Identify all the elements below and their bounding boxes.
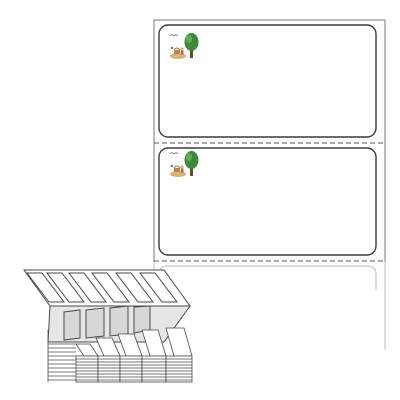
- fanfold-stack-front: [75, 327, 193, 357]
- fanfold-fold-cell-1: [63, 309, 81, 341]
- tree-trunk: [190, 164, 193, 176]
- basket-handle: [173, 165, 181, 169]
- fanfold-top-sheet: [23, 269, 191, 307]
- liner-strip: [153, 19, 386, 262]
- stack-column-3: [119, 355, 143, 383]
- fanfold-top-cell-4: [90, 272, 131, 303]
- picnic-basket: [174, 50, 180, 54]
- fanfold-fold-cell-4: [133, 305, 151, 334]
- label-2-tree-picnic-illustration: [169, 151, 199, 177]
- stack-column-2: [97, 355, 121, 383]
- stack-column-1: [75, 355, 99, 383]
- label-1-outline: [158, 24, 377, 138]
- tree-trunk: [190, 46, 193, 58]
- fanfold-top-cell-5: [114, 272, 155, 303]
- tree-canopy-highlight: [186, 35, 192, 43]
- fanfold-stack-layers: [75, 355, 193, 383]
- fanfold-top-cell-2: [45, 272, 86, 303]
- bird-icon: [169, 152, 179, 155]
- label-2-outline: [158, 147, 377, 256]
- basket-handle: [173, 47, 181, 51]
- stack-column-5: [165, 355, 193, 383]
- fanfold-fold-cell-2: [85, 307, 105, 339]
- fanfold-stack: [23, 269, 193, 383]
- label-1: [158, 24, 377, 138]
- stack-front-cell-1: [75, 343, 99, 357]
- small-figure: [170, 46, 174, 50]
- stack-column-4: [141, 355, 167, 383]
- figure-body: [181, 50, 184, 55]
- tree-canopy: [184, 151, 199, 169]
- tree-canopy-highlight: [186, 153, 192, 161]
- figure-head: [180, 165, 184, 169]
- figure-body: [181, 168, 184, 173]
- fanfold-top-cell-1: [25, 272, 66, 303]
- fanfold-fold-cell-3: [109, 305, 129, 337]
- fanfold-top-cell-3: [67, 272, 108, 303]
- tree-canopy: [184, 33, 199, 51]
- label-3-fade-top: [158, 265, 377, 290]
- figure-head: [180, 47, 184, 51]
- fanfold-top-cell-6: [138, 272, 179, 303]
- label-1-tree-picnic-illustration: [169, 33, 199, 59]
- label-2: [158, 147, 377, 256]
- stack-front-cell-5: [165, 327, 193, 357]
- small-figure: [170, 164, 174, 168]
- bird-icon: [169, 34, 179, 37]
- fanfold-stack-left-edges: [47, 330, 76, 382]
- picnic-basket: [174, 168, 180, 172]
